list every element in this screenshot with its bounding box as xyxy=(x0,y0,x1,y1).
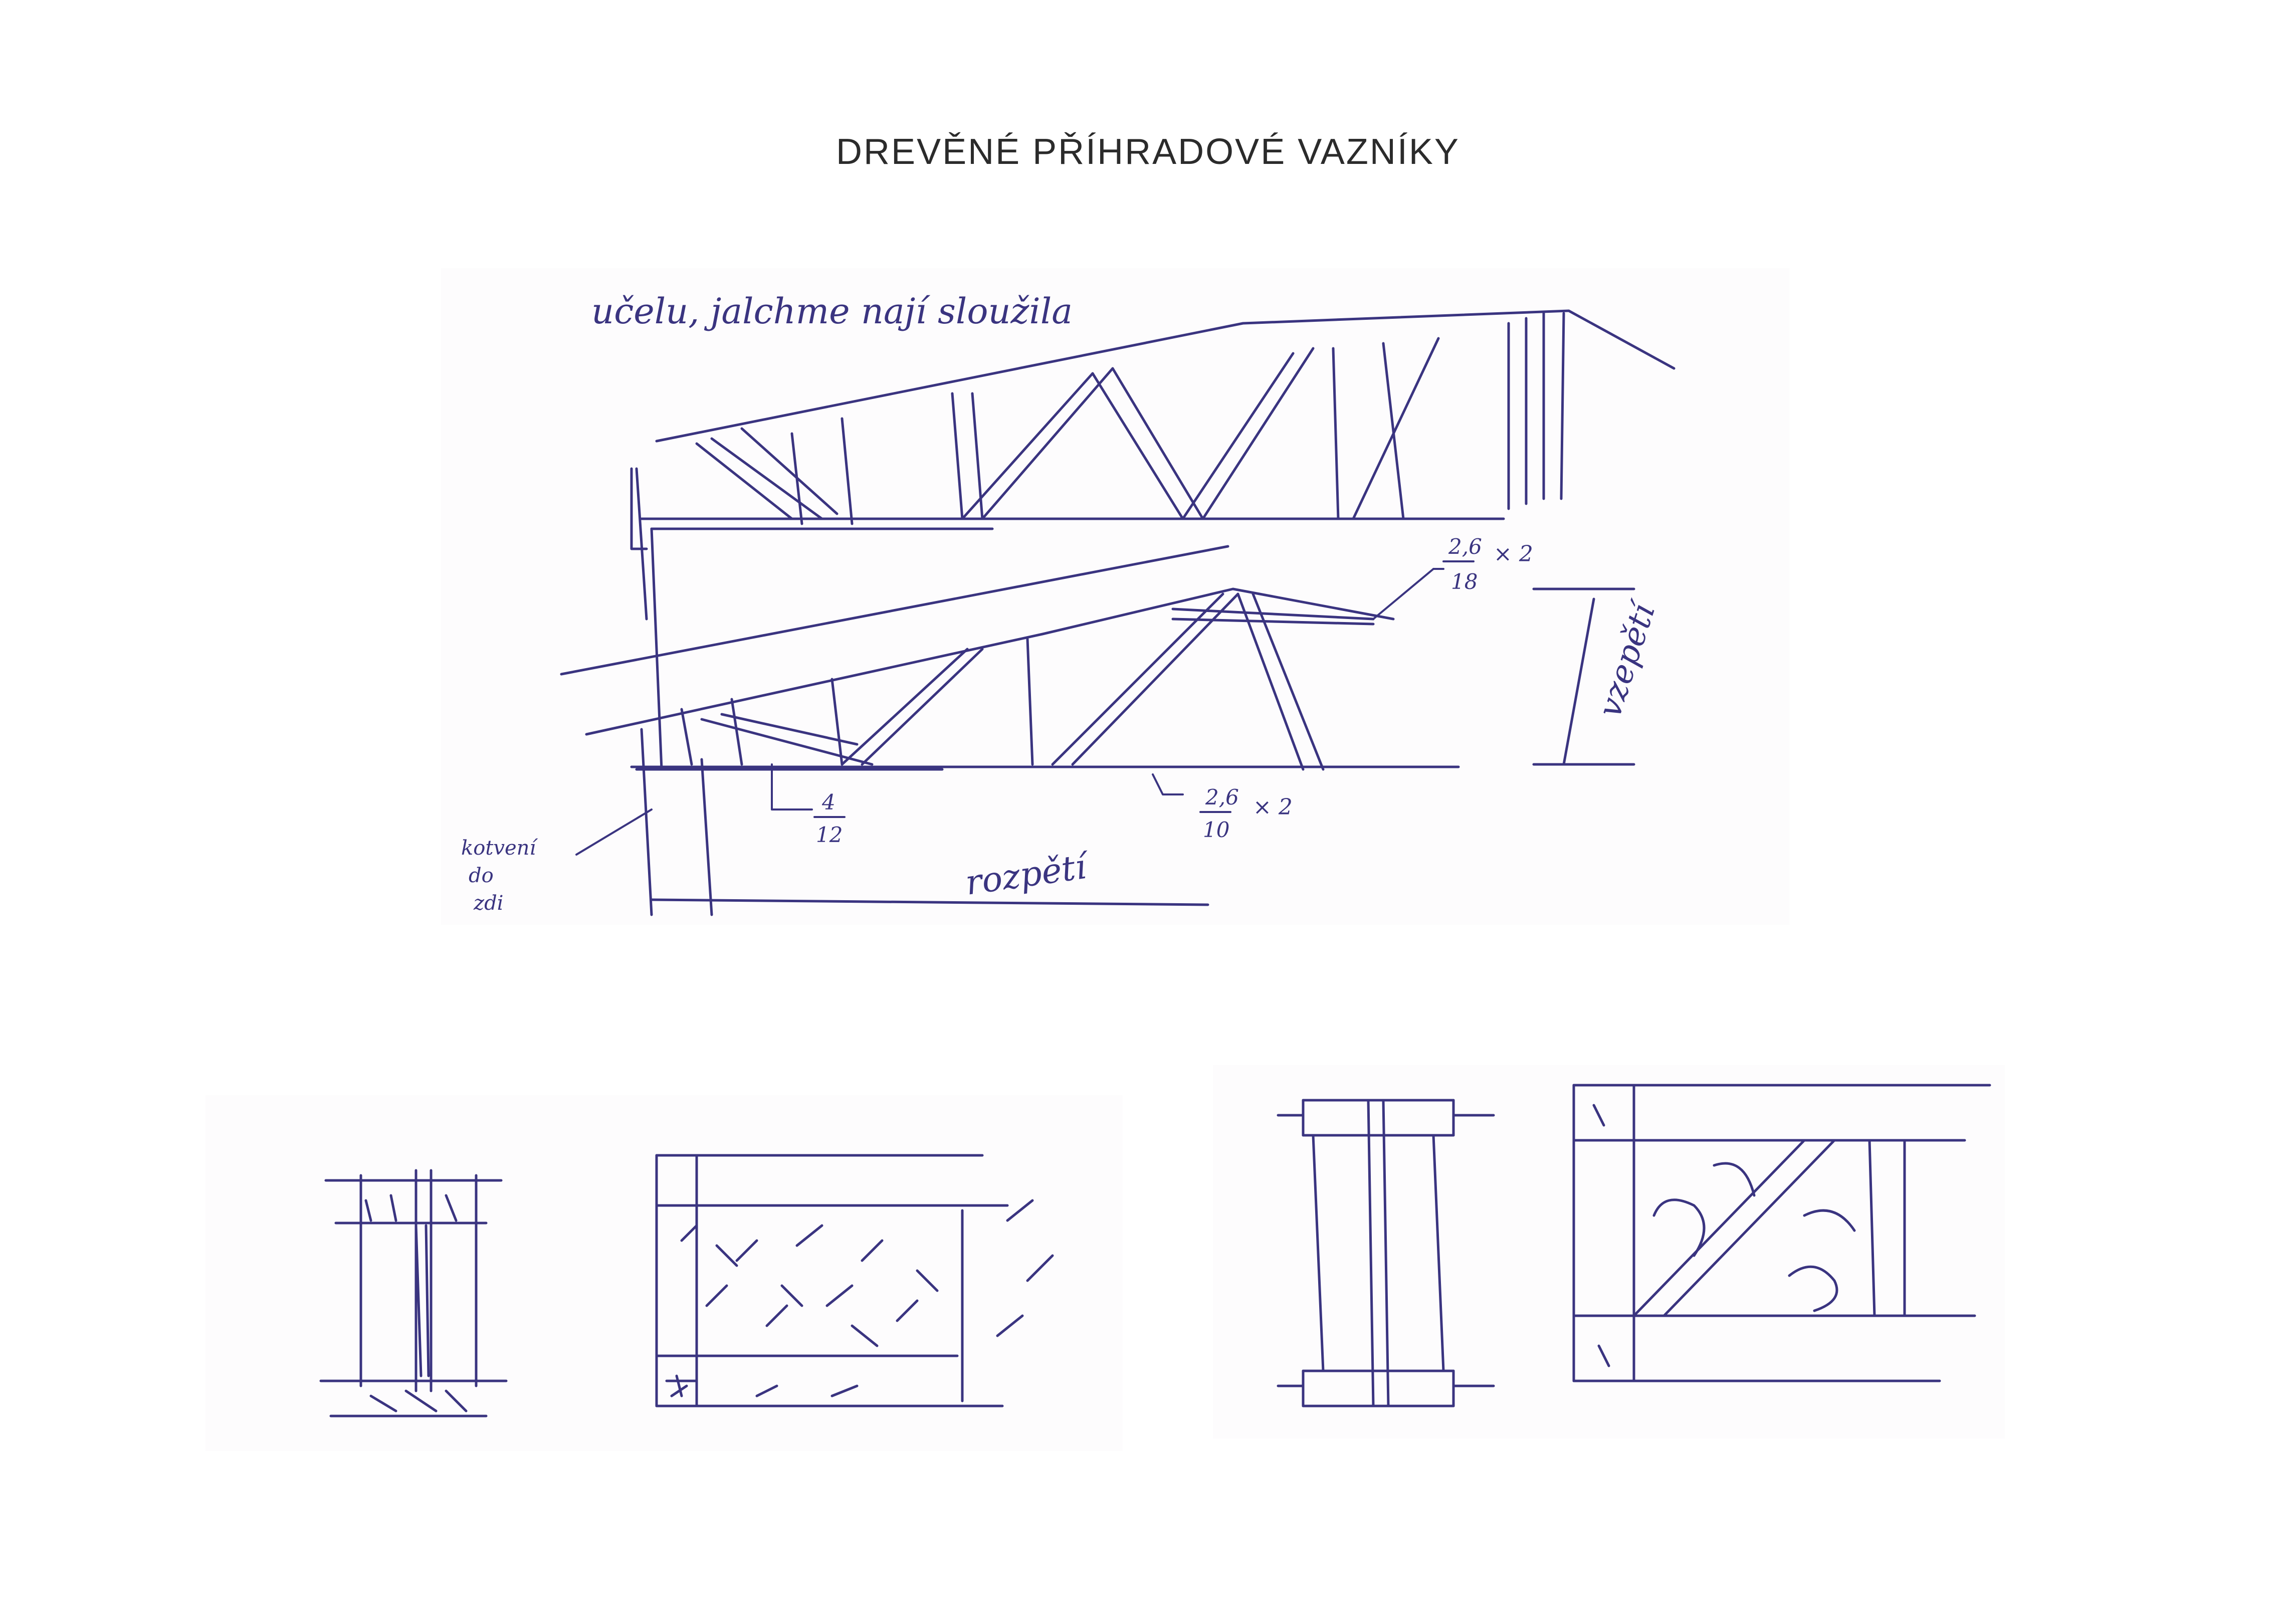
braced-web-beam-sheet xyxy=(1213,1065,2005,1439)
anchor-label-2: do xyxy=(469,864,494,887)
braced-web-beam-elevation xyxy=(1572,1084,1991,1382)
dim-top-den: 18 xyxy=(1451,569,1478,594)
truss-elevation-sketch: učelu, jalchme nají sloužila 2,6 18 × 2 … xyxy=(441,268,1789,925)
span-label: rozpětí xyxy=(963,847,1092,903)
braced-web-beam-section xyxy=(1277,1099,1495,1407)
solid-web-beam-elevation xyxy=(655,1154,1054,1407)
anchor-label-3: zdi xyxy=(473,892,503,915)
dim-small-den: 12 xyxy=(816,823,843,847)
top-note: učelu, jalchme nají sloužila xyxy=(591,291,1073,332)
dim-mid-mult: × 2 xyxy=(1253,794,1293,820)
dim-small-num: 4 xyxy=(821,790,836,815)
upper-truss xyxy=(630,309,1676,771)
page-title: DREVĚNÉ PŘÍHRADOVÉ VAZNÍKY xyxy=(836,132,1460,172)
height-label: vzepětí xyxy=(1591,596,1664,722)
dim-top-num: 2,6 xyxy=(1448,534,1482,559)
anchor-label-1: kotvení xyxy=(461,837,538,860)
dim-mid-num: 2,6 xyxy=(1205,785,1239,809)
solid-web-beam-section xyxy=(319,1169,508,1417)
solid-web-beam-sheet xyxy=(205,1095,1123,1451)
dim-top-mult: × 2 xyxy=(1494,541,1533,567)
lower-truss xyxy=(560,545,1635,916)
dim-mid-den: 10 xyxy=(1203,818,1229,842)
